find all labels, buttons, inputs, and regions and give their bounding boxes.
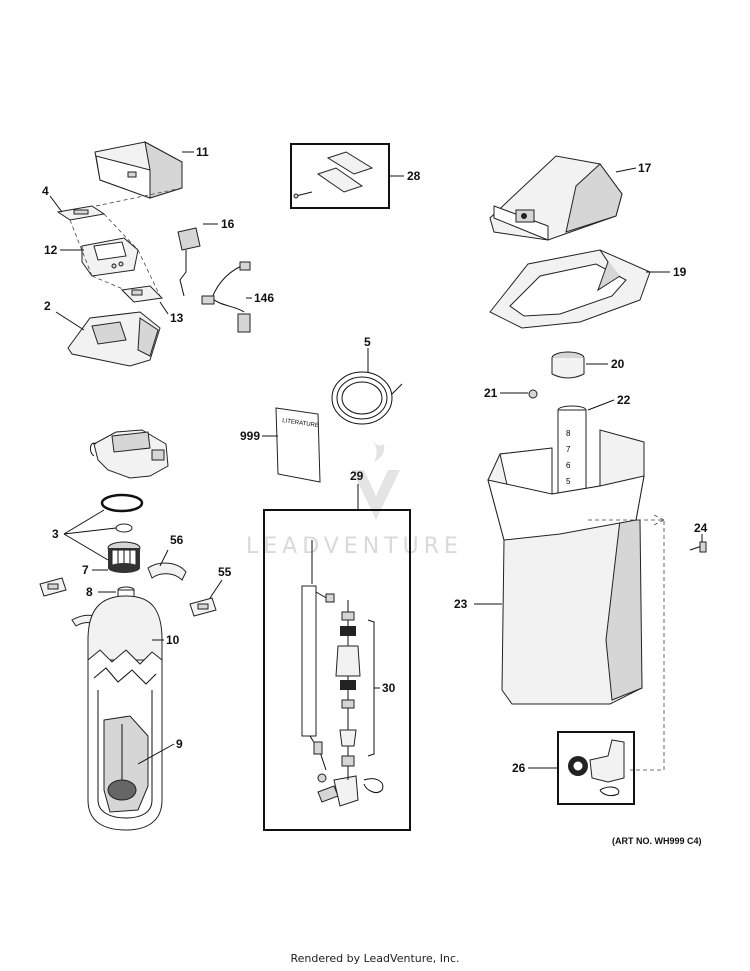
- literature-text: LITERATURE: [282, 418, 319, 429]
- callout-16[interactable]: 16: [221, 217, 235, 231]
- part-o-ring-3[interactable]: [100, 493, 144, 533]
- callout-19[interactable]: 19: [673, 265, 687, 279]
- callout-7[interactable]: 7: [82, 563, 89, 577]
- part-tube-22[interactable]: 8 7 6 5: [557, 405, 587, 495]
- callout-999[interactable]: 999: [240, 429, 260, 443]
- part-valve-head[interactable]: [89, 429, 169, 479]
- part-brine-valve-29[interactable]: [301, 540, 384, 807]
- part-frame-19[interactable]: [489, 249, 651, 329]
- callout-28[interactable]: 28: [407, 169, 421, 183]
- callout-9[interactable]: 9: [176, 737, 183, 751]
- part-lid-17[interactable]: [489, 155, 623, 241]
- callout-8[interactable]: 8: [86, 585, 93, 599]
- callout-4[interactable]: 4: [42, 184, 49, 198]
- part-clip-left[interactable]: [39, 577, 67, 597]
- part-tubing-5[interactable]: [331, 371, 403, 425]
- callout-26[interactable]: 26: [512, 761, 526, 775]
- callout-5[interactable]: 5: [364, 335, 371, 349]
- callout-24[interactable]: 23: [454, 597, 468, 611]
- callout-29[interactable]: 29: [350, 469, 364, 483]
- watermark: LEADVENTURE: [246, 440, 463, 559]
- callout-20[interactable]: 20: [611, 357, 625, 371]
- part-base-2[interactable]: [67, 311, 161, 367]
- callout-30[interactable]: 30: [382, 681, 396, 695]
- part-harness-146[interactable]: [201, 261, 251, 333]
- tube-mark-5: 5: [566, 477, 571, 486]
- part-float-30[interactable]: [335, 600, 361, 780]
- part-clamp-56[interactable]: [147, 549, 187, 581]
- part-clip-55[interactable]: [189, 597, 217, 617]
- callout-2[interactable]: 2: [44, 299, 51, 313]
- part-4[interactable]: [56, 205, 106, 221]
- callout-12[interactable]: 12: [44, 243, 58, 257]
- watermark-flame-icon: [372, 440, 385, 462]
- watermark-logo-icon: [352, 470, 400, 520]
- part-cover-11[interactable]: [94, 141, 183, 199]
- assembly-box-29: [263, 509, 411, 831]
- callout-23[interactable]: 24: [694, 521, 708, 535]
- art-number: (ART NO. WH999 C4): [612, 836, 702, 846]
- callout-21[interactable]: 21: [484, 386, 498, 400]
- callout-146[interactable]: 146: [254, 291, 274, 305]
- part-plug-21[interactable]: [528, 389, 538, 399]
- callout-10[interactable]: 10: [166, 633, 180, 647]
- part-literature-999[interactable]: LITERATURE: [275, 407, 321, 483]
- callout-11[interactable]: 11: [196, 145, 209, 159]
- tube-mark-6: 6: [566, 461, 571, 470]
- part-basket-7[interactable]: [107, 541, 141, 573]
- tube-mark-8: 8: [566, 429, 571, 438]
- callout-55[interactable]: 55: [218, 565, 232, 579]
- part-board-13[interactable]: [120, 285, 164, 303]
- callout-56[interactable]: 56: [170, 533, 184, 547]
- callout-22[interactable]: 22: [617, 393, 631, 407]
- part-transformer-16[interactable]: [177, 227, 201, 297]
- part-fitting-26[interactable]: [568, 739, 625, 797]
- callout-17[interactable]: 17: [638, 161, 652, 175]
- part-screw-23[interactable]: [689, 541, 707, 553]
- callout-3[interactable]: 3: [52, 527, 59, 541]
- watermark-text: LEADVENTURE: [246, 534, 463, 559]
- callout-13[interactable]: 13: [170, 311, 184, 325]
- part-controller-12[interactable]: [81, 237, 139, 277]
- tube-mark-7: 7: [566, 445, 571, 454]
- part-cabinet-24[interactable]: [487, 429, 645, 705]
- part-clips-28[interactable]: [293, 151, 374, 199]
- footer-credit: Rendered by LeadVenture, Inc.: [290, 952, 460, 965]
- part-cap-20[interactable]: [551, 351, 585, 379]
- part-riser-9[interactable]: [103, 715, 149, 813]
